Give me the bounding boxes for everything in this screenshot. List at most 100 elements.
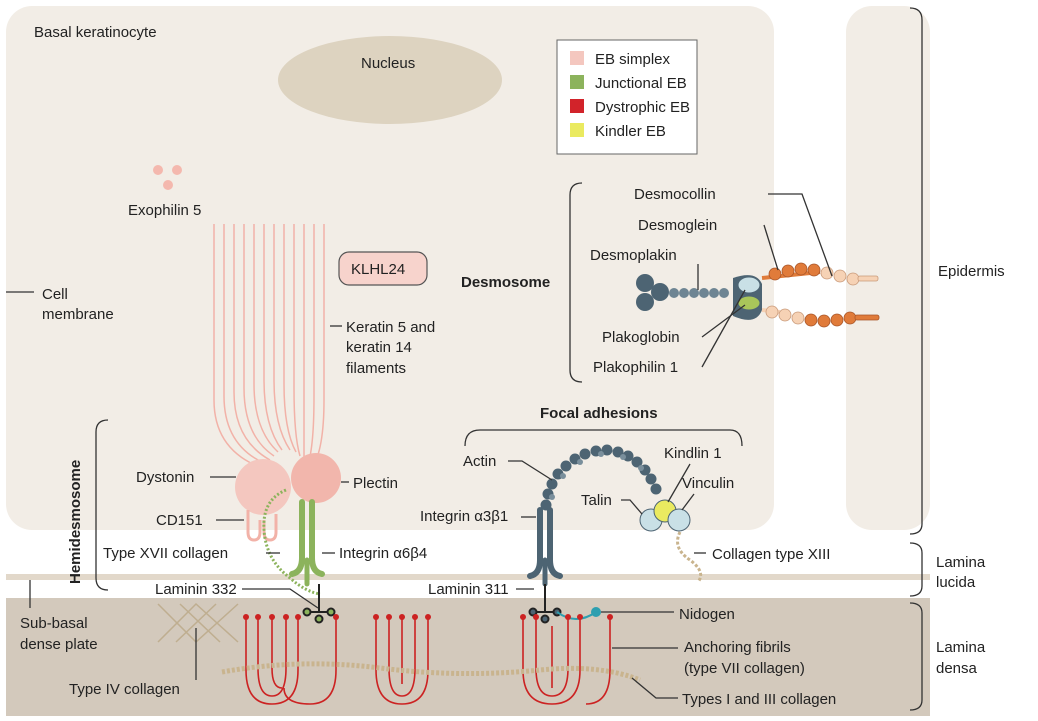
actin-bead <box>546 478 558 490</box>
anchoring-fibril <box>522 618 581 705</box>
anchoring-fibril <box>535 618 569 697</box>
legend-label-junctional-eb: Junctional EB <box>595 75 687 92</box>
plakoglobin-label: Plakoglobin <box>602 329 680 346</box>
integrin-a3b1-label: Integrin α3β1 <box>420 508 508 525</box>
collagen-xvii-label: Type XVII collagen <box>103 545 228 562</box>
cd151-label: CD151 <box>156 512 203 529</box>
desmoglein-leader <box>763 224 779 271</box>
collagen-i-iii-fibre <box>221 661 641 683</box>
collagen-iv-strand <box>175 603 217 643</box>
desmoplakin-label: Desmoplakin <box>590 247 677 264</box>
exophilin-5 <box>153 165 182 190</box>
collagen-iv-strand <box>157 602 239 643</box>
desmoplakin-bead <box>709 288 719 298</box>
lamina-lucida-bracket <box>909 542 923 597</box>
integrin-a6b4-label: Integrin α6β4 <box>339 545 427 562</box>
actin-bead <box>612 446 624 458</box>
nucleus <box>278 36 502 124</box>
keratin-filament <box>263 224 283 451</box>
keratin-label-line3: filaments <box>346 360 406 377</box>
desmocollin-bead <box>765 305 779 319</box>
desmocollin-chain <box>761 305 880 328</box>
lamina-lucida-label-line1: Lamina <box>936 554 986 571</box>
desmoglein-bead <box>804 313 818 327</box>
integrin-a3b1-subunit <box>527 507 543 579</box>
lamina-densa-label-line2: densa <box>936 660 978 677</box>
keratin-filament <box>223 224 267 465</box>
integrin-a3b1 <box>527 507 563 587</box>
desmoglein-bead <box>794 262 808 276</box>
desmoplakin-head <box>651 283 669 301</box>
legend-swatch-dystrophic-eb <box>570 99 584 113</box>
laminin-332-node <box>314 614 324 624</box>
lamina-lucida-label-line2: lucida <box>936 574 976 591</box>
desmoplakin-bead <box>669 288 679 298</box>
actin-bead <box>560 473 566 479</box>
anchoring-fibril-end <box>295 614 301 620</box>
klhl24-box <box>338 251 428 286</box>
kindlin-leader <box>667 463 691 503</box>
exophilin-dot <box>153 165 163 175</box>
legend-label-kindler-eb: Kindler EB <box>595 123 666 140</box>
basal-keratinocyte-label: Basal keratinocyte <box>34 24 157 41</box>
collagen-xvii-fibre <box>262 488 321 596</box>
anchoring-fibril-end <box>565 614 571 620</box>
plakophilin-blob <box>737 276 761 294</box>
lamina-densa-bracket <box>909 602 923 711</box>
sub-basal-label-line1: Sub-basal <box>20 615 88 632</box>
focal-adhesions-bracket <box>464 429 743 447</box>
desmoglein-bead <box>768 267 782 281</box>
legend-item-dystrophic-eb: Dystrophic EB <box>570 99 690 116</box>
keratin-label-line1: Keratin 5 and <box>346 319 435 336</box>
desmocollin-bead <box>846 272 860 286</box>
kindlin-label: Kindlin 1 <box>664 445 722 462</box>
desmoglein-bead <box>781 264 795 278</box>
actin-bead <box>549 494 555 500</box>
desmocollin-bead <box>778 308 792 322</box>
actin-bead <box>601 444 613 456</box>
legend: EB simplex Junctional EB Dystrophic EB K… <box>556 39 698 155</box>
exophilin-dot <box>163 180 173 190</box>
desmoplakin-bead <box>689 288 699 298</box>
actin-bead <box>560 460 572 472</box>
dystonin-blob <box>235 459 291 515</box>
anchoring-fibril-end <box>243 614 249 620</box>
collagen-i-iii-label: Types I and III collagen <box>682 691 836 708</box>
plakophilin-leader <box>701 289 746 368</box>
anchoring-fibril <box>271 618 283 689</box>
legend-swatch-kindler-eb <box>570 123 584 137</box>
desmoglein-bead <box>830 313 844 327</box>
nidogen-dot <box>591 607 601 617</box>
talin-leader <box>621 499 643 515</box>
collagen-xiii-label: Collagen type XIII <box>712 546 830 563</box>
integrin-a6b4-subunit <box>309 499 325 577</box>
desmocollin-tail <box>857 275 879 282</box>
legend-label-dystrophic-eb: Dystrophic EB <box>595 99 690 116</box>
hemidesmosome-label: Hemidesmosome <box>67 460 84 584</box>
actin-bead <box>645 473 657 485</box>
cell-membrane-band <box>6 574 930 580</box>
actin-bead <box>598 451 604 457</box>
plectin-blob <box>291 453 341 503</box>
actin-bead <box>631 456 643 468</box>
actin-filament-highlight <box>549 451 644 500</box>
desmoplakin-bead <box>719 288 729 298</box>
plakophilin-label: Plakophilin 1 <box>593 359 678 376</box>
anchoring-fibril <box>585 618 611 705</box>
nucleus-label: Nucleus <box>361 55 415 72</box>
desmocollin-label: Desmocollin <box>634 186 716 203</box>
collagen-iv-label: Type IV collagen <box>69 681 180 698</box>
dystonin-label: Dystonin <box>136 469 194 486</box>
hemidesmosome-bracket <box>95 419 109 591</box>
legend-item-kindler-eb: Kindler EB <box>570 123 666 140</box>
anchoring-fibril <box>245 618 299 705</box>
desmosome-title: Desmosome <box>461 274 550 291</box>
legend-label-eb-simplex: EB simplex <box>595 51 671 68</box>
anchoring-fibril-end <box>373 614 379 620</box>
desmocollin-bead <box>833 269 847 283</box>
desmoplakin-chain <box>636 274 762 320</box>
anchoring-fibril-ends <box>243 614 613 620</box>
desmoglein-bead <box>843 311 857 325</box>
laminin-311-label: Laminin 311 <box>428 581 509 598</box>
keratin-label-line2: keratin 14 <box>346 339 412 356</box>
